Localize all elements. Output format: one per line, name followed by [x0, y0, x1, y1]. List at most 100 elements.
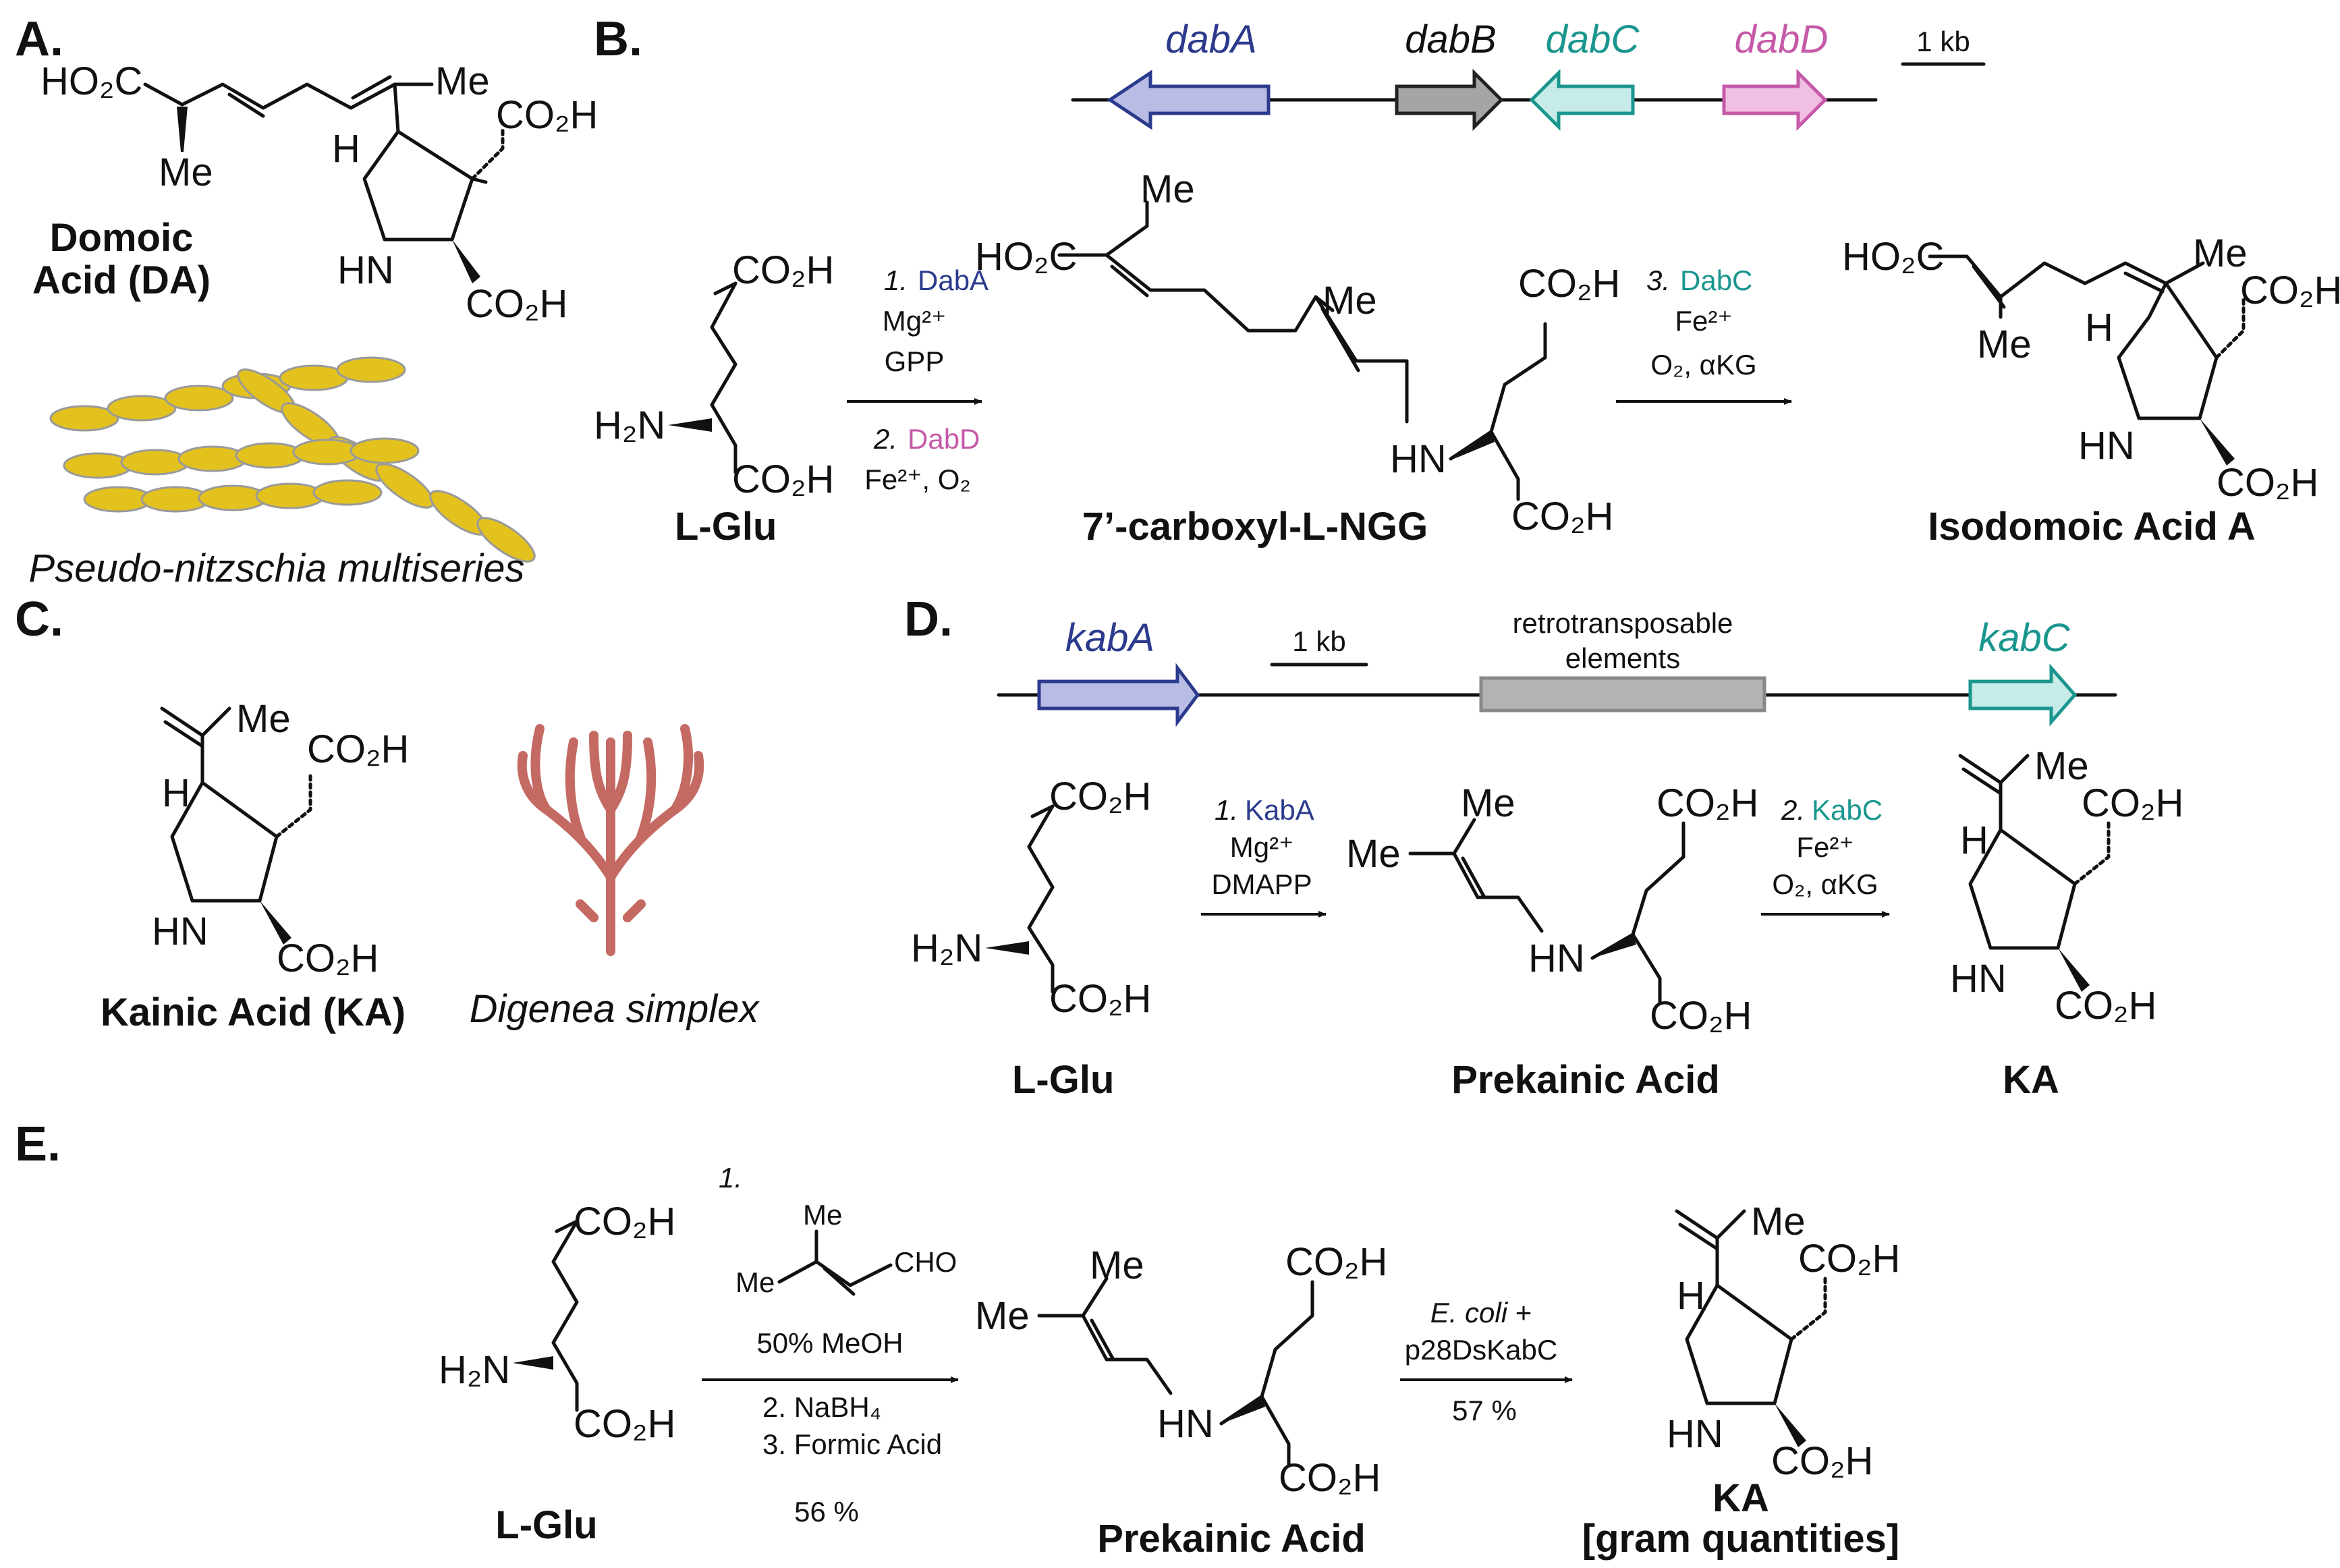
step-b1-num: 1.: [884, 264, 908, 296]
step-d2-cofactor: Fe²⁺: [1796, 831, 1854, 863]
step-e2-yield: 57 %: [1452, 1395, 1517, 1426]
scale-bar-label-b: 1 kb: [1916, 26, 1970, 57]
diatom-organism-name: Pseudo-nitzschia multiseries: [29, 547, 525, 590]
pka-e-co2h-top: CO₂H: [1285, 1240, 1387, 1284]
gene-label-kabC: kabC: [1978, 616, 2071, 660]
panel-label-d: D.: [904, 592, 953, 646]
retro-label-line2: elements: [1565, 642, 1680, 674]
carboxyl-ngg-structure: [1057, 200, 1547, 501]
dabB-gene-arrow: [1395, 68, 1504, 132]
dabD-gene-arrow: [1722, 68, 1828, 132]
step-e1-nabh4: 2. NaBH₄: [762, 1391, 881, 1423]
lglu-d-co2h-top: CO₂H: [1049, 775, 1151, 818]
algae-organism-name: Digenea simplex: [470, 987, 760, 1031]
step-d2-cosub: O₂, αKG: [1772, 868, 1878, 900]
step-b3-cosub: O₂, αKG: [1650, 349, 1756, 381]
step-b3-enzyme: DabC: [1680, 264, 1752, 296]
retrotransposon-block: [1479, 676, 1766, 712]
kac-co2h-side: CO₂H: [307, 727, 409, 771]
step-d1-cofactor: Mg²⁺: [1230, 831, 1294, 863]
ngg-hn: HN: [1390, 437, 1447, 481]
ida-hn: HN: [2078, 424, 2135, 468]
ngg-name: 7’-carboxyl-L-NGG: [1082, 505, 1428, 549]
retro-label-line1: retrotransposable: [1513, 607, 1733, 639]
kac-h: H: [162, 771, 190, 815]
step-b2-enzyme: DabD: [908, 423, 980, 455]
lglu-b-co2h-top: CO₂H: [732, 248, 834, 292]
step-e1-solvent: 50% MeOH: [756, 1327, 903, 1359]
step-d1-enzyme: KabA: [1245, 794, 1314, 826]
da-ho2c: HO₂C: [40, 59, 142, 103]
kad-hn: HN: [1950, 957, 2007, 1001]
pka-e-me-top: Me: [1090, 1243, 1144, 1287]
lglu-e-name: L-Glu: [495, 1503, 597, 1547]
kae-me: Me: [1751, 1200, 1806, 1243]
lglu-d-name: L-Glu: [1012, 1058, 1114, 1102]
kainic-acid-structure-d: [1958, 754, 2111, 992]
pka-d-me-left: Me: [1346, 832, 1401, 876]
kac-me: Me: [236, 697, 291, 741]
prenal-me-left: Me: [735, 1266, 775, 1298]
prenal-structure: [777, 1229, 893, 1296]
prekainic-acid-structure-d: [1408, 818, 1686, 1004]
gene-label-dabD: dabD: [1735, 18, 1829, 61]
step-e1-yield: 56 %: [794, 1496, 859, 1528]
pka-e-co2h-bottom: CO₂H: [1279, 1456, 1381, 1500]
da-hn: HN: [337, 248, 394, 292]
lglu-b-h2n: H₂N: [594, 403, 665, 447]
ida-co2h-side: CO₂H: [2240, 269, 2340, 312]
kad-h: H: [1960, 818, 1988, 862]
kae-co2h-ring: CO₂H: [1771, 1439, 1873, 1483]
gene-label-dabB: dabB: [1405, 18, 1496, 61]
da-me-top: Me: [435, 59, 490, 103]
ida-me2: Me: [1977, 323, 2032, 366]
lglu-d-co2h-bottom: CO₂H: [1049, 977, 1151, 1021]
ida-ho2c: HO₂C: [1842, 235, 1944, 279]
diatom-chain-illustration: [49, 356, 536, 563]
kac-name: Kainic Acid (KA): [101, 990, 406, 1034]
lglu-b-co2h-bottom: CO₂H: [732, 457, 834, 501]
step-e1-formic: 3. Formic Acid: [762, 1428, 942, 1460]
lglu-e-co2h-bottom: CO₂H: [574, 1402, 675, 1446]
step-e2-plasmid: p28DsKabC: [1405, 1334, 1557, 1366]
ida-h: H: [2085, 306, 2113, 349]
kainic-acid-structure-e: [1675, 1209, 1827, 1447]
lglu-structure-b: [668, 281, 737, 474]
prekainic-acid-structure-e: [1037, 1277, 1314, 1466]
kabA-gene-arrow: [1037, 663, 1200, 727]
step-b2-cofactor: Fe²⁺, O₂: [864, 464, 970, 495]
kad-co2h-side: CO₂H: [2082, 781, 2183, 825]
ngg-co2h-top: CO₂H: [1518, 262, 1620, 306]
kac-hn: HN: [152, 909, 208, 953]
ngg-me2: Me: [1322, 279, 1377, 323]
pka-e-name: Prekainic Acid: [1097, 1517, 1366, 1561]
ngg-co2h-bottom: CO₂H: [1511, 495, 1613, 538]
lglu-b-name: L-Glu: [675, 505, 777, 549]
isodomoic-acid-structure: [1928, 254, 2246, 466]
prenal-me-top: Me: [803, 1199, 842, 1231]
pka-d-name: Prekainic Acid: [1451, 1058, 1720, 1102]
lglu-d-h2n: H₂N: [911, 926, 982, 970]
step-e2-host: E. coli +: [1430, 1297, 1532, 1328]
pka-d-co2h-bottom: CO₂H: [1650, 994, 1752, 1038]
ida-me1: Me: [2193, 231, 2248, 275]
kac-co2h-ring: CO₂H: [277, 936, 379, 980]
kae-co2h-side: CO₂H: [1798, 1237, 1900, 1281]
da-h: H: [332, 127, 360, 171]
pka-e-hn: HN: [1157, 1402, 1214, 1446]
kae-name-line1: KA: [1712, 1476, 1769, 1520]
step-b2-num: 2.: [873, 423, 897, 455]
da-name-line1: Domoic: [50, 216, 194, 260]
da-co2h-ring: CO₂H: [466, 282, 567, 326]
step-b3-num: 3.: [1646, 264, 1670, 296]
lglu-e-h2n: H₂N: [439, 1348, 510, 1392]
pka-d-co2h-top: CO₂H: [1656, 781, 1758, 825]
dabA-gene-arrow: [1107, 69, 1271, 130]
step-b1-cofactor: Mg²⁺: [883, 305, 947, 337]
step-b1-substrate: GPP: [885, 345, 945, 377]
kab-gene-cluster: [997, 663, 2117, 727]
pka-d-hn: HN: [1528, 936, 1585, 980]
domoic-acid-structure: HO₂C Me Me CO₂H H HN CO₂H: [40, 59, 598, 326]
gene-label-kabA: kabA: [1065, 616, 1154, 660]
